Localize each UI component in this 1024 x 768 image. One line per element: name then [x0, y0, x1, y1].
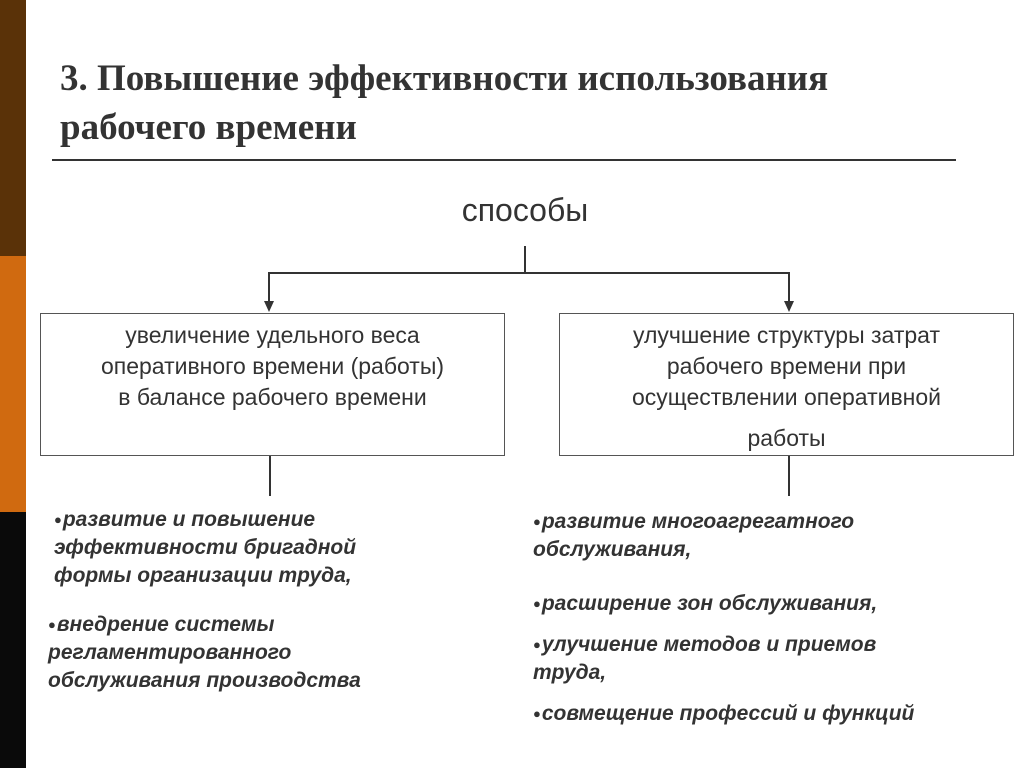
left-method-box: увеличение удельного веса оперативного в… — [40, 313, 505, 456]
right-method-box: улучшение структуры затрат рабочего врем… — [559, 313, 1014, 456]
bullet-dot-icon: ● — [54, 512, 62, 528]
right-bullet-item: ●улучшение методов и приемов труда, — [533, 631, 993, 687]
bullet-dot-icon: ● — [533, 706, 541, 722]
arrow-right-head — [784, 301, 794, 312]
root-stem — [524, 246, 526, 273]
branch-right-drop — [788, 272, 790, 302]
bullet-line: совмещение профессий и функций — [541, 702, 915, 725]
right-box-line: улучшение структуры затрат — [633, 322, 940, 348]
right-bullet-item: ●совмещение профессий и функций — [533, 700, 1013, 728]
title-line-1: 3. Повышение эффективности использования — [60, 58, 829, 99]
left-bullet-item: ●развитие и повышение эффективности бриг… — [54, 506, 474, 590]
arrow-left-head — [264, 301, 274, 312]
diagram-root-node: способы — [461, 192, 589, 228]
left-bullet-item: ●внедрение системы регламентированного о… — [48, 611, 478, 695]
left-box-line: увеличение удельного веса — [125, 322, 420, 348]
branch-left-drop — [268, 272, 270, 302]
bullet-line: обслуживания, — [533, 538, 692, 562]
right-box-line: осуществлении оперативной — [631, 384, 942, 410]
sidebar-segment-brown — [0, 0, 26, 256]
right-bullet-item: ●расширение зон обслуживания, — [533, 590, 993, 618]
bullet-line: труда, — [533, 661, 607, 685]
right-box-line: работы — [747, 425, 826, 451]
bullet-line: обслуживания производства — [48, 669, 361, 693]
bullet-dot-icon: ● — [533, 637, 541, 653]
title-underline — [52, 159, 956, 161]
sidebar-segment-black — [0, 512, 26, 768]
left-box-line: в балансе рабочего времени — [118, 384, 427, 410]
bullet-line: регламентированного — [48, 641, 292, 665]
bullet-dot-icon: ● — [533, 596, 541, 612]
sidebar-segment-orange — [0, 256, 26, 512]
left-box-line: оперативного времени (работы) — [100, 353, 445, 379]
slide-title: 3. Повышение эффективности использования… — [60, 54, 980, 152]
bullet-dot-icon: ● — [533, 514, 541, 530]
right-bullet-item: ●развитие многоагрегатного обслуживания, — [533, 508, 993, 564]
left-box-stem — [269, 456, 271, 496]
branch-horizontal — [268, 272, 790, 274]
bullet-line: развитие многоагрегатного — [541, 510, 855, 533]
bullet-line: развитие и повышение — [62, 508, 316, 531]
right-box-stem — [788, 456, 790, 496]
bullet-line: расширение зон обслуживания, — [541, 592, 878, 615]
bullet-dot-icon: ● — [48, 617, 56, 633]
title-line-2: рабочего времени — [60, 107, 357, 148]
right-box-line: рабочего времени при — [666, 353, 907, 379]
bullet-line: внедрение системы — [56, 613, 275, 636]
slide-sidebar — [0, 0, 26, 768]
bullet-line: эффективности бригадной — [54, 536, 357, 560]
bullet-line: улучшение методов и приемов — [541, 633, 877, 656]
bullet-line: формы организации труда, — [54, 564, 352, 588]
